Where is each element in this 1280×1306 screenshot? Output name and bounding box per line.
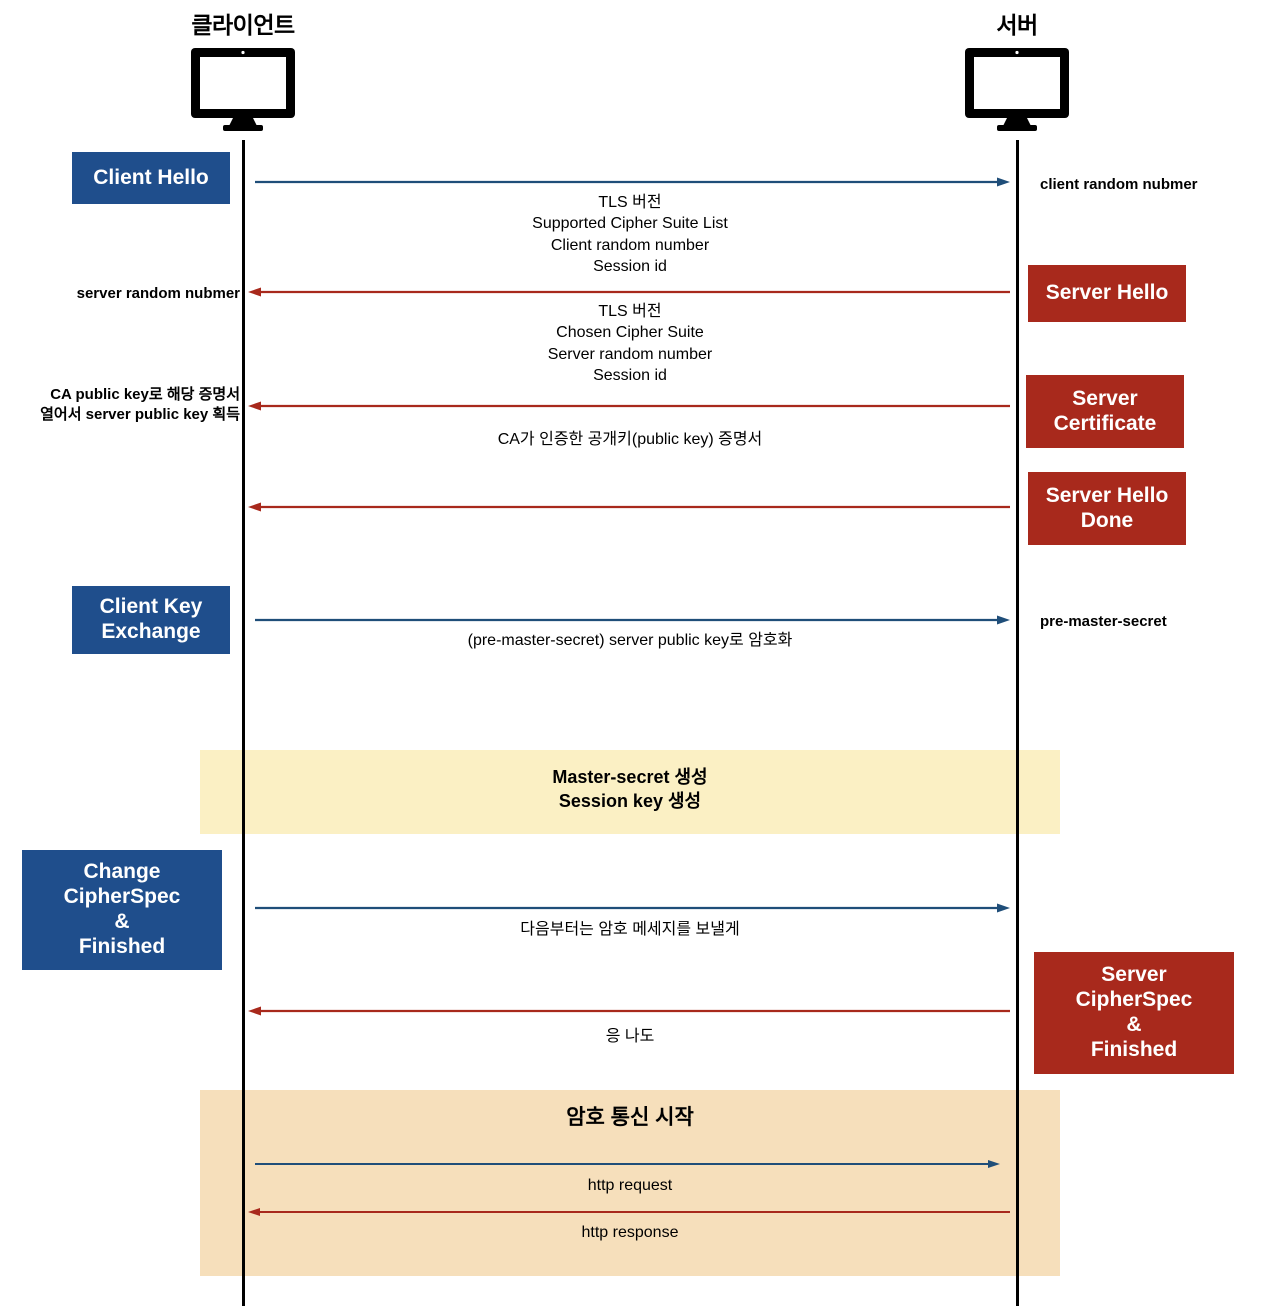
lifeline-client [242, 140, 245, 1306]
arrow-client-hello [255, 176, 1010, 188]
note-server-random-number: server random nubmer [76, 285, 240, 302]
monitor-icon [965, 48, 1069, 131]
arrow-server-hello-done [248, 501, 1010, 513]
step-box-label: Server Hello [1045, 281, 1169, 305]
arrow-http-response [248, 1206, 1010, 1218]
arrow-server-certificate [248, 400, 1010, 412]
step-box-label: Client Hello [93, 165, 209, 189]
payload-change-cipherspec: 다음부터는 암호 메세지를 보낼게 [520, 921, 740, 938]
band-encrypted-communication-label: 암호 통신 시작 [566, 1106, 694, 1129]
actor-client-label: 클라이언트 [191, 12, 295, 38]
monitor-icon [191, 48, 295, 131]
payload-http-request: http request [587, 1177, 673, 1194]
arrow-server-cipherspec-finished [248, 1005, 1010, 1017]
arrow-client-key-exchange [255, 614, 1010, 626]
arrow-change-cipherspec-finished [255, 902, 1010, 914]
arrow-http-request [255, 1158, 1000, 1170]
band-encrypted-communication [200, 1090, 1060, 1276]
payload-server-certificate: CA가 인증한 공개키(public key) 증명서 [497, 431, 763, 448]
arrow-server-hello [248, 286, 1010, 298]
actor-server: 서버 [917, 6, 1117, 132]
payload-http-response: http response [581, 1224, 679, 1241]
actor-client: 클라이언트 [143, 6, 343, 132]
note-client-random-number: client random nubmer [1040, 176, 1198, 193]
payload-server-cipherspec: 응 나도 [605, 1028, 655, 1045]
actor-server-label: 서버 [996, 12, 1038, 38]
band-master-secret [200, 750, 1060, 834]
step-box-server-hello[interactable]: Server Hello [1028, 265, 1186, 322]
step-box-client-hello[interactable]: Client Hello [72, 152, 230, 204]
note-pre-master-secret: pre-master-secret [1040, 613, 1167, 630]
lifeline-server [1016, 140, 1019, 1306]
payload-client-key-exchange: (pre-master-secret) server public key로 암… [467, 632, 793, 649]
